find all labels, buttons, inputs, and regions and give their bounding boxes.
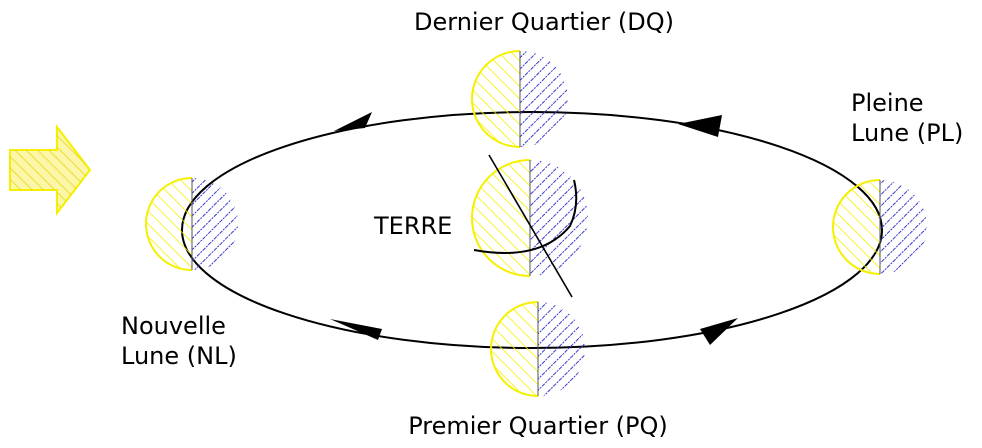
orbit-arrow-top-left [334, 112, 372, 131]
moon-nouvelle-lune [145, 177, 238, 271]
label-pleine-lune-line2: Lune (PL) [851, 119, 964, 147]
label-nouvelle-lune: Nouvelle Lune (NL) [121, 311, 271, 371]
orbit-arrow-bottom-left [330, 319, 382, 340]
label-nouvelle-lune-line1: Nouvelle [121, 312, 226, 340]
label-nouvelle-lune-line2: Lune (NL) [121, 342, 237, 370]
label-pleine-lune: Pleine Lune (PL) [851, 88, 979, 148]
moon-pleine-lune [832, 179, 927, 275]
orbit-arrow-bottom-right [700, 318, 738, 345]
moon-dernier-quartier [471, 50, 568, 148]
label-dernier-quartier: Dernier Quartier (DQ) [414, 8, 674, 36]
earth-equator [473, 179, 578, 254]
orbit-direction-arrows [330, 112, 738, 345]
orbit-arrow-top-right [678, 115, 722, 137]
sun-direction-arrow-icon [9, 124, 92, 216]
earth-globe [471, 154, 588, 298]
label-premier-quartier: Premier Quartier (PQ) [408, 412, 668, 440]
moon-premier-quartier [490, 301, 585, 397]
label-terre: TERRE [374, 212, 453, 240]
earth-axis [488, 154, 573, 298]
label-pleine-lune-line1: Pleine [851, 89, 924, 117]
